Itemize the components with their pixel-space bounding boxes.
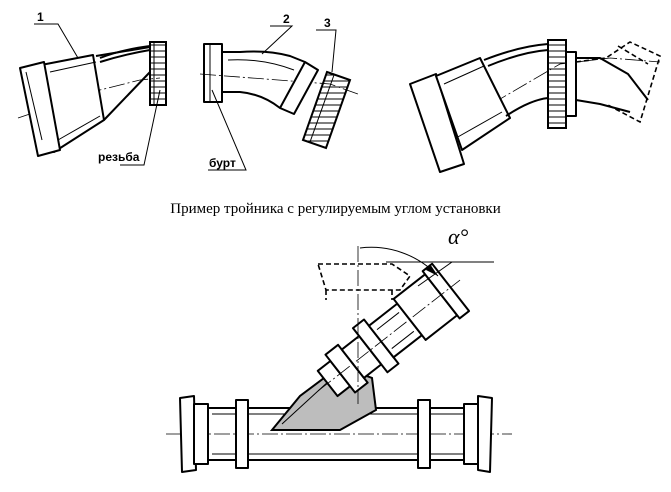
figure-caption: Пример тройника с регулируемым углом уст…	[170, 201, 501, 217]
leader-lines	[34, 23, 337, 171]
label-thread: резьба	[98, 150, 140, 164]
label-part-2: 2	[283, 12, 290, 26]
adjustable-tee: α°	[166, 224, 512, 473]
part-3-nut	[301, 70, 352, 150]
part-1-elbow	[19, 45, 151, 157]
collar-ring	[203, 43, 223, 103]
thread-ring	[149, 41, 167, 106]
exploded-fitting-assembly: 1 2 3 резьба бурт	[17, 10, 359, 171]
part-2-bent-pipe	[222, 50, 319, 115]
label-part-3: 3	[324, 16, 331, 30]
label-collar: бурт	[209, 156, 236, 170]
angle-label: α°	[448, 224, 469, 249]
assembled-fitting	[409, 39, 661, 173]
label-part-1: 1	[37, 10, 44, 24]
